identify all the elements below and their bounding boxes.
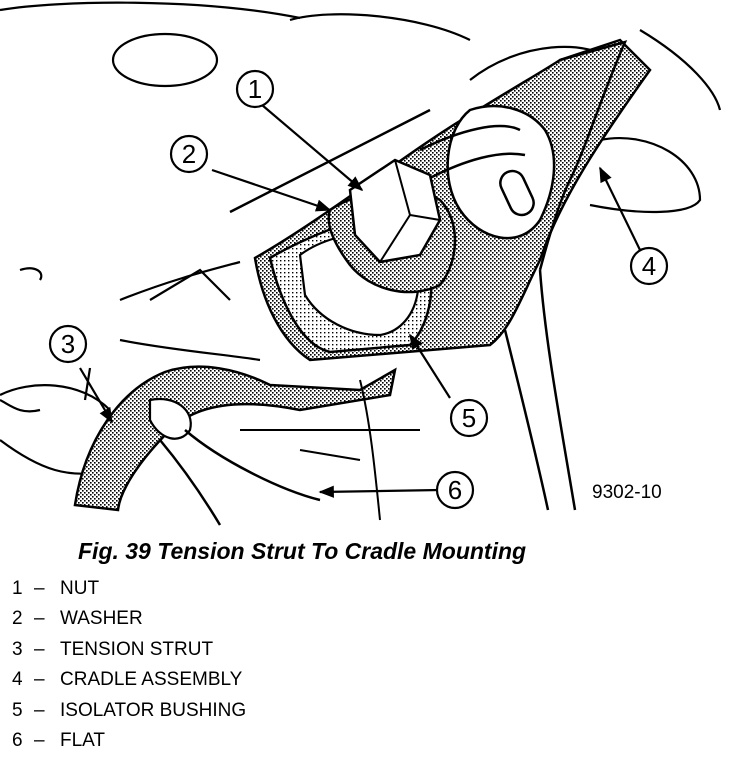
legend-item: 1–NUT [12, 574, 246, 604]
callout-5: 5 [449, 398, 489, 438]
legend-label: TENSION STRUT [60, 638, 214, 660]
legend-separator: – [34, 608, 45, 630]
svg-text:2: 2 [182, 139, 196, 169]
diagram-illustration: 1 2 3 4 5 6 9302-10 [0, 1, 722, 526]
svg-text:1: 1 [248, 74, 262, 104]
legend-separator: – [34, 638, 45, 660]
legend-label: NUT [60, 578, 100, 599]
stud-wrench [229, 108, 526, 214]
callout-4: 4 [629, 246, 669, 286]
legend-item: 3–TENSION STRUT [12, 635, 246, 665]
body-outline [0, 1, 722, 475]
legend-label: CRADLE ASSEMBLY [60, 669, 243, 691]
legend-separator: – [34, 699, 45, 721]
legend-item: 5–ISOLATOR BUSHING [12, 696, 246, 726]
svg-text:4: 4 [642, 251, 656, 281]
legend-number: 4 [12, 669, 23, 691]
legend-separator: – [34, 669, 45, 691]
callout-2: 2 [169, 134, 209, 174]
nut [348, 158, 442, 264]
legend-item: 6–FLAT [12, 726, 246, 756]
legend-number: 1 [12, 578, 23, 599]
svg-text:3: 3 [61, 329, 75, 359]
legend-number: 5 [12, 699, 23, 721]
svg-text:6: 6 [448, 475, 462, 505]
figure-caption: Fig. 39 Tension Strut To Cradle Mounting [78, 538, 527, 564]
legend-number: 3 [12, 638, 23, 660]
legend-label: FLAT [60, 729, 106, 751]
legend-number: 2 [12, 608, 23, 630]
legend-separator: – [34, 578, 45, 599]
legend-list: 1–NUT 2–WASHER 3–TENSION STRUT 4–CRADLE … [12, 574, 246, 756]
figure-code: 9302-10 [592, 482, 662, 503]
leader-lines [79, 104, 641, 498]
svg-text:5: 5 [462, 403, 476, 433]
callout-3: 3 [48, 324, 88, 364]
callout-6: 6 [435, 470, 475, 510]
legend-separator: – [34, 729, 45, 751]
legend-label: ISOLATOR BUSHING [60, 699, 247, 721]
legend-number: 6 [12, 729, 23, 751]
tension-strut [73, 365, 420, 526]
legend-label: WASHER [60, 608, 143, 630]
callout-1: 1 [235, 69, 275, 109]
legend-item: 4–CRADLE ASSEMBLY [12, 665, 246, 695]
legend-item: 2–WASHER [12, 604, 246, 634]
